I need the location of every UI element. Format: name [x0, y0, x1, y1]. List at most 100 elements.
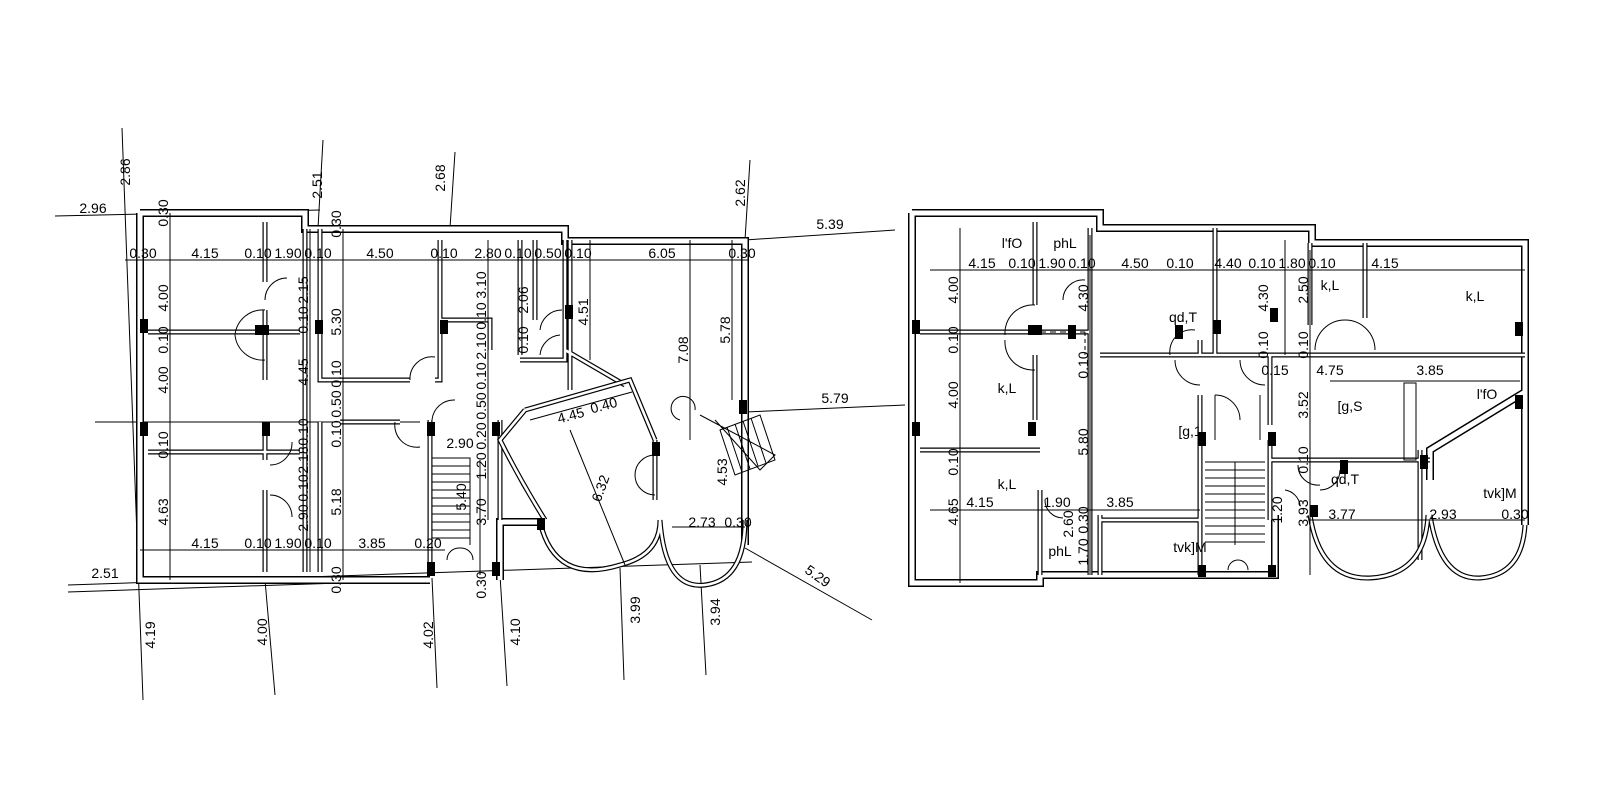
dimension-label: 1.90: [1043, 494, 1070, 510]
dimension-label: 4.51: [575, 298, 591, 325]
dimension-label: 4.15: [1371, 255, 1398, 271]
site-dimension-label: 2.62: [732, 179, 748, 206]
dimension-label: 0.10: [1008, 255, 1035, 271]
dimension-label: 4.00: [155, 284, 171, 311]
dimension-label: 0.10: [295, 306, 311, 333]
dimension-label: 0.20: [473, 422, 489, 449]
room-label: l'fO: [1477, 386, 1498, 402]
dimension-label: 0.10: [155, 326, 171, 353]
site-dimension-label: 4.19: [142, 621, 158, 648]
left-plan-walls: [136, 209, 749, 588]
dimension-label: 0.10: [1308, 255, 1335, 271]
room-label: tvk]M: [1173, 539, 1206, 555]
dimension-label: 0.10: [304, 245, 331, 261]
dimension-label: 5.18: [328, 488, 344, 515]
dimension-label: 0.10: [1248, 255, 1275, 271]
dimension-label: 0.50: [473, 392, 489, 419]
room-label: k,L: [998, 476, 1017, 492]
right-plan-dimension-lines: [930, 228, 1525, 583]
dimension-label: 1.90: [1038, 255, 1065, 271]
room-label: phL: [1048, 543, 1072, 559]
dimension-label: 5.80: [1075, 428, 1091, 455]
dimension-label: 0.15: [1261, 362, 1288, 378]
site-dimension-label: 4.10: [507, 618, 523, 645]
dimension-label: 0.10: [473, 302, 489, 329]
room-label: [g,S: [1338, 398, 1363, 414]
site-dimension-label: 2.86: [117, 158, 133, 185]
dimension-label: 3.70: [473, 498, 489, 525]
dimension-label: 2.93: [1429, 506, 1456, 522]
dimension-label: 4.15: [968, 255, 995, 271]
right-plan-walls: [908, 209, 1529, 587]
dimension-label: 0.10: [328, 420, 344, 447]
dimension-label: 0.10: [1295, 331, 1311, 358]
dimension-label: 2.60: [1060, 510, 1076, 537]
dimension-label: 5.30: [328, 308, 344, 335]
dimension-label: 3.52: [1295, 391, 1311, 418]
dimension-label: 2.15: [295, 276, 311, 303]
dimension-label: 6.32: [588, 473, 612, 504]
dimension-label: 5.40: [453, 483, 469, 510]
site-dimension-label: 5.39: [816, 216, 843, 232]
dimension-label: 0.30: [328, 210, 344, 237]
dimension-label: 0.10: [244, 535, 271, 551]
dimension-label: 4.15: [191, 245, 218, 261]
site-boundary-lines: [54, 127, 906, 701]
dimension-label: 4.40: [1214, 255, 1241, 271]
dimension-label: 4.50: [366, 245, 393, 261]
right-plan-doors: [1004, 279, 1417, 571]
dimension-label: 3.93: [1295, 499, 1311, 526]
site-dimension-label: 3.99: [627, 596, 643, 623]
dimension-label: 0.10: [1166, 255, 1193, 271]
dimension-label: 3.85: [1106, 494, 1133, 510]
room-label: qd,T: [1331, 471, 1359, 487]
dimension-label: 2.10: [473, 332, 489, 359]
dimension-label: 4.65: [945, 498, 961, 525]
dimension-label: 2.18: [295, 446, 311, 473]
dimension-label: 0.10: [1075, 351, 1091, 378]
site-dimension-label: 4.00: [254, 618, 270, 645]
dimension-label: 1.20: [473, 452, 489, 479]
dimension-label: 3.77: [1328, 506, 1355, 522]
dimension-label: 0.30: [1075, 506, 1091, 533]
dimension-label: 0.30: [328, 566, 344, 593]
dimension-label: 0.40: [588, 394, 619, 417]
dimension-label: 4.53: [714, 458, 730, 485]
dimension-label: 0.10: [945, 326, 961, 353]
dimension-label: 0.10: [295, 418, 311, 445]
dimension-label: 3.85: [1416, 362, 1443, 378]
room-label: k,L: [1466, 288, 1485, 304]
dimension-label: 0.30: [724, 514, 751, 530]
dimension-label: 4.00: [945, 276, 961, 303]
dimension-label: 1.80: [1278, 255, 1305, 271]
dimension-label: 1.90: [274, 535, 301, 551]
dimension-label: 1.70: [1075, 538, 1091, 565]
dimension-label: 1.90: [274, 245, 301, 261]
site-dimension-label: 3.94: [707, 598, 723, 625]
dimension-label: 0.10: [328, 360, 344, 387]
left-plan-dimension-lines: [125, 213, 748, 580]
room-label: phL: [1053, 235, 1077, 251]
dimension-label: 4.00: [155, 366, 171, 393]
dimension-label: 0.10: [304, 535, 331, 551]
dimension-label: 0.30: [728, 245, 755, 261]
dimension-label: 1.20: [1269, 496, 1285, 523]
site-dimension-label: 2.68: [432, 164, 448, 191]
room-label: k,L: [998, 380, 1017, 396]
dimension-label: 4.75: [1316, 362, 1343, 378]
left-plan-stairs: [432, 414, 776, 575]
dimension-label: 4.63: [155, 498, 171, 525]
dimension-label: 4.50: [1121, 255, 1148, 271]
site-dimension-label: 2.51: [309, 171, 325, 198]
site-dimension-label: 5.79: [821, 390, 848, 406]
left-plan-doors: [234, 277, 776, 561]
dimension-label: 0.10: [504, 245, 531, 261]
dimension-label: 0.10: [1068, 255, 1095, 271]
dimension-label: 0.10: [155, 431, 171, 458]
dimension-label: 0.10: [945, 448, 961, 475]
dimension-label: 0.30: [473, 571, 489, 598]
dimension-label: 0.10: [295, 474, 311, 501]
dimension-label: 4.00: [945, 381, 961, 408]
